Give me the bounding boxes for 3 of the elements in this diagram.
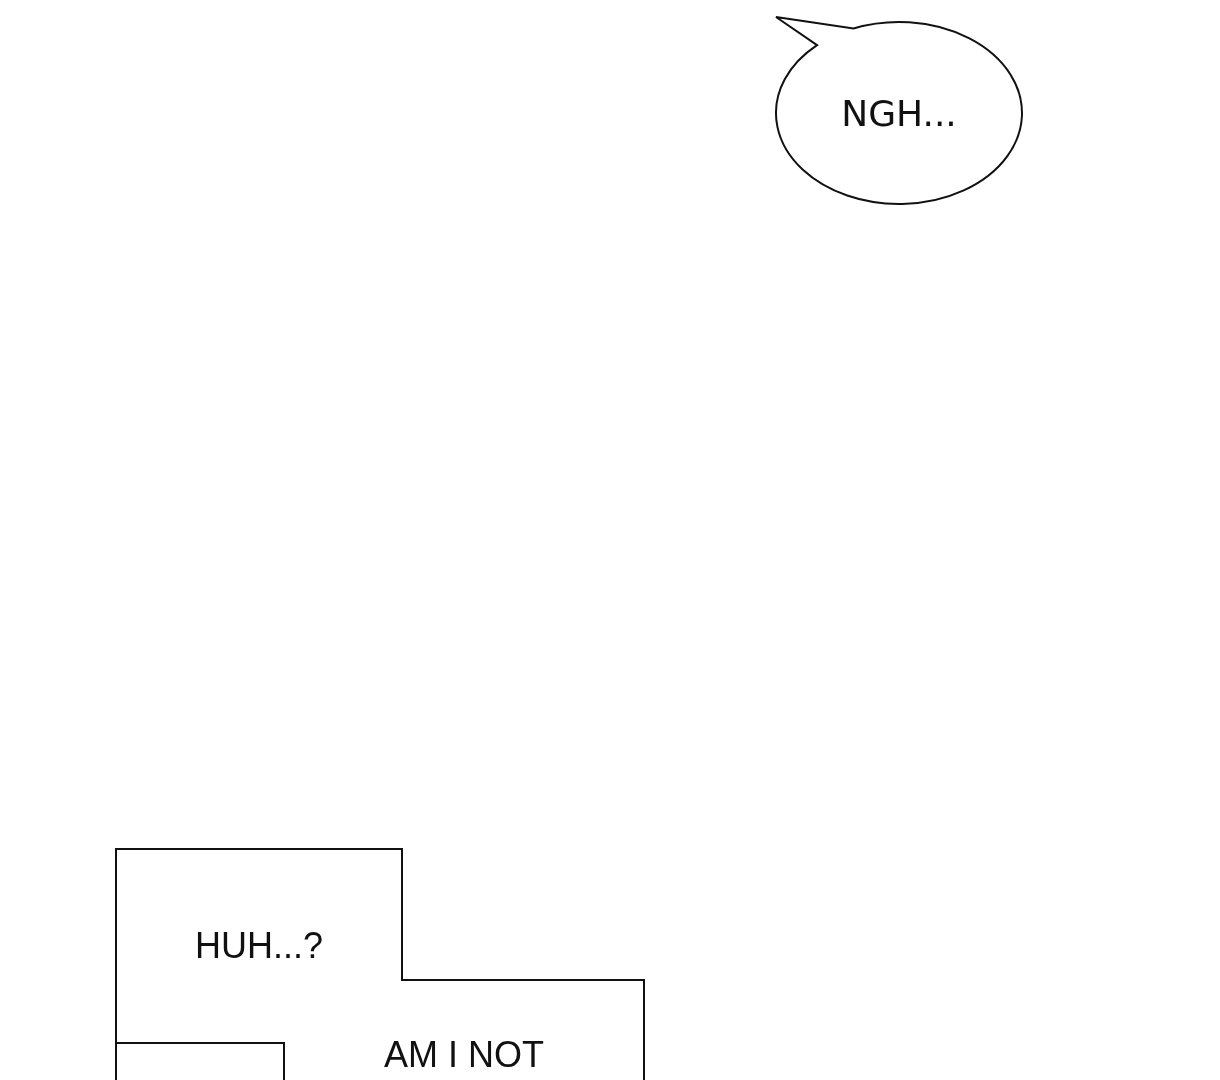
caption-text: HUH...? — [195, 925, 323, 967]
caption-text: AM I NOT — [384, 1034, 544, 1076]
speech-text: NGH... — [841, 92, 957, 134]
